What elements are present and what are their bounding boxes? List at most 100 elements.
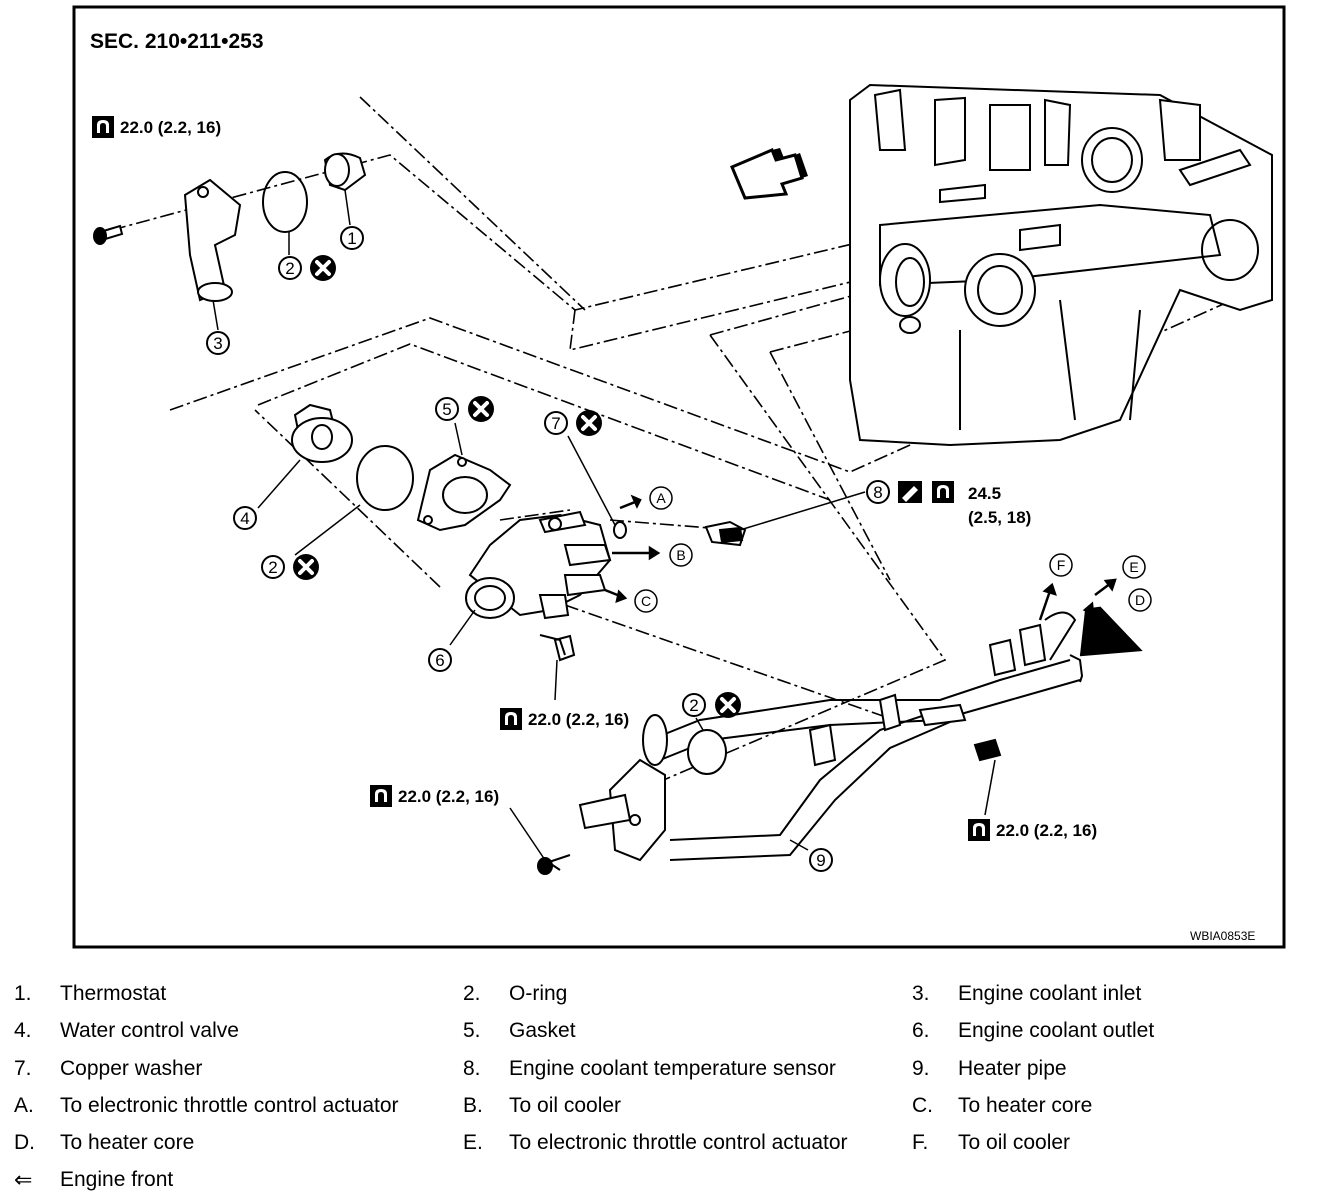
temperature-sensor-part xyxy=(704,520,747,547)
engine-front-arrow-icon xyxy=(730,148,808,200)
torque-spec-pipe-bolt-right: 22.0 (2.2, 16) xyxy=(968,819,1097,841)
legend-text: Heater pipe xyxy=(958,1057,1067,1080)
svg-text:22.0 (2.2, 16): 22.0 (2.2, 16) xyxy=(398,787,499,806)
svg-text:4: 4 xyxy=(240,509,249,528)
legend-key: 4. xyxy=(14,1019,32,1042)
legend-text: Copper washer xyxy=(60,1057,203,1080)
legend-key: A. xyxy=(14,1094,34,1117)
legend-text: To oil cooler xyxy=(958,1131,1071,1154)
callout-D: D xyxy=(1128,588,1152,612)
legend-key: C. xyxy=(912,1094,933,1117)
legend-item: C.To heater core xyxy=(912,1087,1312,1124)
svg-text:B: B xyxy=(676,547,685,563)
legend-row: ⇐ Engine front xyxy=(0,1161,1328,1198)
callout-6: 6 xyxy=(428,648,452,672)
legend-text: To heater core xyxy=(60,1131,195,1154)
legend-item: 1.Thermostat xyxy=(14,975,444,1012)
legend-item: D.To heater core xyxy=(14,1124,444,1161)
legend-text: Water control valve xyxy=(60,1019,239,1042)
callout-8: 8 xyxy=(866,480,890,504)
svg-text:7: 7 xyxy=(551,414,560,433)
legend-item: 8. Engine coolant temperature sensor xyxy=(463,1050,893,1087)
legend-item: 7. Copper washer xyxy=(14,1050,444,1087)
legend-item: A. To electronic throttle control actuato… xyxy=(14,1087,444,1124)
svg-text:6: 6 xyxy=(435,651,444,670)
callout-leaders xyxy=(212,189,996,861)
legend-text: To oil cooler xyxy=(509,1094,622,1117)
legend-text: To electronic throttle control actuator xyxy=(60,1094,399,1117)
torque-spec-top-left: 22.0 (2.2, 16) xyxy=(92,116,221,138)
heater-pipe-part xyxy=(537,611,1084,875)
legend-text: To electronic throttle control actuator xyxy=(509,1131,848,1154)
svg-text:24.5: 24.5 xyxy=(968,484,1001,503)
callout-F: F xyxy=(1049,553,1073,577)
legend-text: Gasket xyxy=(509,1019,576,1042)
callout-5: 5 xyxy=(435,397,459,421)
svg-text:(2.5, 18): (2.5, 18) xyxy=(968,508,1031,527)
torque-wrench-icon xyxy=(968,819,990,841)
callout-9: 9 xyxy=(809,848,833,872)
svg-text:5: 5 xyxy=(442,400,451,419)
legend-item: 6. Engine coolant outlet xyxy=(912,1012,1312,1049)
svg-text:D: D xyxy=(1135,592,1145,608)
legend-key: 8. xyxy=(463,1057,481,1080)
do-not-reuse-icon xyxy=(713,690,743,720)
legend-row: 1.Thermostat 2.O-ring 3. Engine coolant i… xyxy=(0,975,1328,1012)
callout-2-top: 2 xyxy=(278,256,302,280)
svg-text:E: E xyxy=(1129,559,1138,575)
legend-item: E.To electronic throttle control actuato… xyxy=(463,1124,893,1161)
torque-wrench-icon xyxy=(92,116,114,138)
callout-1: 1 xyxy=(340,226,364,250)
svg-text:2: 2 xyxy=(268,558,277,577)
engine-front-legend-icon: ⇐ xyxy=(14,1167,33,1192)
section-title: SEC. 210•211•253 xyxy=(90,30,264,53)
legend-text: Engine coolant outlet xyxy=(958,1019,1155,1042)
torque-spec-pipe-bolt-left: 22.0 (2.2, 16) xyxy=(370,785,499,807)
sealant-icon xyxy=(898,481,922,503)
legend-item: 3. Engine coolant inlet xyxy=(912,975,1312,1012)
callout-4: 4 xyxy=(233,506,257,530)
legend-key: 5. xyxy=(463,1019,481,1042)
legend-key: 7. xyxy=(14,1057,32,1080)
legend-key: 6. xyxy=(912,1019,930,1042)
legend-key: 3. xyxy=(912,982,930,1005)
legend-item: F. To oil cooler xyxy=(912,1124,1312,1161)
legend-key: F. xyxy=(912,1131,929,1154)
legend-key: B. xyxy=(463,1094,483,1117)
legend-row: 7. Copper washer 8. Engine coolant tempera… xyxy=(0,1050,1328,1087)
legend-text: Engine front xyxy=(60,1168,174,1191)
legend-item: 9.Heater pipe xyxy=(912,1050,1312,1087)
do-not-reuse-icon xyxy=(574,408,604,438)
svg-text:2: 2 xyxy=(285,259,294,278)
parts-diagram: SEC. 210•211•253 WBIA0853E xyxy=(72,5,1286,949)
torque-wrench-icon xyxy=(932,481,954,503)
diagram-frame xyxy=(72,5,1286,949)
svg-text:C: C xyxy=(641,593,651,609)
torque-wrench-icon xyxy=(500,708,522,730)
torque-spec-outlet-bolt: 22.0 (2.2, 16) xyxy=(500,708,629,730)
svg-text:22.0 (2.2, 16): 22.0 (2.2, 16) xyxy=(996,821,1097,840)
legend-item: 2.O-ring xyxy=(463,975,893,1012)
svg-text:A: A xyxy=(656,490,666,506)
thermostat-housing-parts xyxy=(291,403,512,532)
svg-text:2: 2 xyxy=(689,696,698,715)
flow-arrows xyxy=(604,494,1143,657)
callout-E: E xyxy=(1122,555,1146,579)
do-not-reuse-icon xyxy=(291,552,321,582)
coolant-inlet-part xyxy=(93,152,367,302)
legend-row: A. To electronic throttle control actuato… xyxy=(0,1087,1328,1124)
legend-row: 4. Water control valve 5. Gasket 6. Engine … xyxy=(0,1012,1328,1049)
legend-text: Thermostat xyxy=(60,982,167,1005)
callout-7: 7 xyxy=(544,411,568,435)
svg-text:22.0 (2.2, 16): 22.0 (2.2, 16) xyxy=(528,710,629,729)
legend-text: Engine coolant temperature sensor xyxy=(509,1057,836,1080)
torque-wrench-icon xyxy=(370,785,392,807)
callout-B: B xyxy=(669,543,693,567)
figure-id: WBIA0853E xyxy=(1190,929,1255,943)
parts-legend: 1.Thermostat 2.O-ring 3. Engine coolant i… xyxy=(0,972,1328,1200)
coolant-outlet-part xyxy=(465,510,627,662)
legend-text: Engine coolant inlet xyxy=(958,982,1142,1005)
callout-C: C xyxy=(634,589,658,613)
engine-block-drawing xyxy=(849,83,1273,447)
do-not-reuse-icon xyxy=(466,394,496,424)
